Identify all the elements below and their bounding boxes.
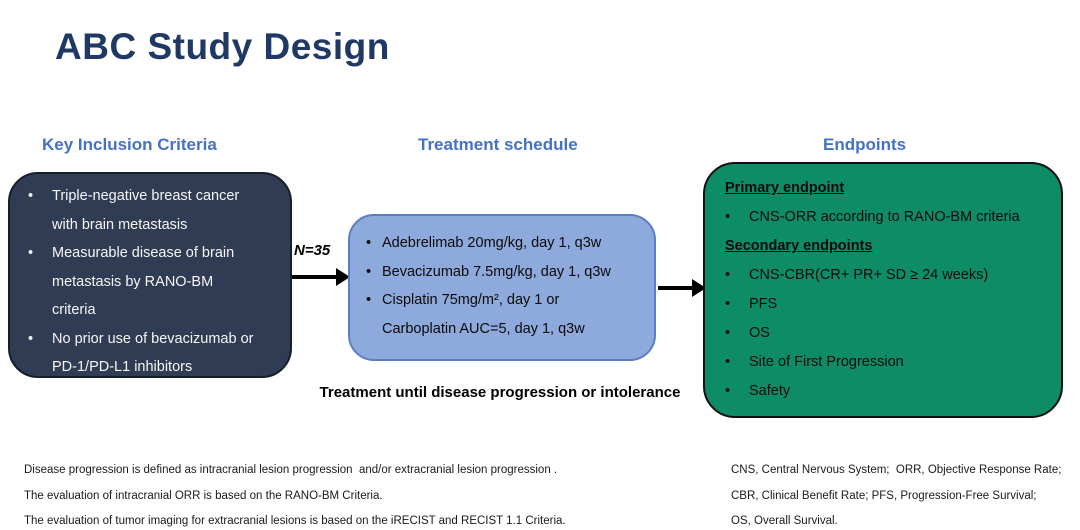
list-item: • PFS [725, 290, 1051, 319]
bullet-icon: • [28, 245, 34, 261]
bullet-icon: • [725, 325, 731, 341]
bullet-icon: • [725, 354, 731, 370]
primary-endpoint-list: • CNS-ORR according to RANO-BM criteria [725, 203, 1051, 232]
arrow-right-icon [658, 279, 706, 297]
primary-endpoint-heading: Primary endpoint [725, 180, 845, 196]
treatment-bullet-text: Cisplatin 75mg/m², day 1 or Carboplatin … [382, 292, 585, 337]
list-item: • Triple-negative breast cancer with bra… [28, 182, 280, 239]
bullet-icon: • [366, 263, 372, 280]
list-item: • Safety [725, 377, 1051, 406]
list-item: • CNS-ORR according to RANO-BM criteria [725, 203, 1051, 232]
footnote-line: CBR, Clinical Benefit Rate; PFS, Progres… [731, 489, 1037, 502]
list-item: • No prior use of bevacizumab or PD-1/PD… [28, 325, 280, 382]
treatment-schedule-box: • Adebrelimab 20mg/kg, day 1, q3w • Beva… [348, 214, 656, 361]
header-key-inclusion-criteria: Key Inclusion Criteria [42, 135, 217, 154]
list-item: • CNS-CBR(CR+ PR+ SD ≥ 24 weeks) [725, 261, 1051, 290]
arrow-shaft [658, 286, 692, 290]
treatment-bullet-text: Adebrelimab 20mg/kg, day 1, q3w [382, 235, 602, 251]
inclusion-bullet-text: No prior use of bevacizumab or PD-1/PD-L… [52, 330, 254, 376]
bullet-icon: • [725, 209, 731, 225]
list-item: • Cisplatin 75mg/m², day 1 or Carboplati… [366, 286, 646, 343]
endpoint-bullet-text: Safety [749, 383, 791, 399]
inclusion-bullet-text: Measurable disease of brain metastasis b… [52, 245, 235, 318]
endpoint-bullet-text: CNS-CBR(CR+ PR+ SD ≥ 24 weeks) [749, 267, 989, 283]
endpoint-bullet-text: OS [749, 325, 770, 341]
footnote-abbreviations: CNS, Central Nervous System; ORR, Object… [731, 458, 1061, 530]
list-item: • Site of First Progression [725, 348, 1051, 377]
arrow-shaft [292, 275, 336, 279]
list-item: • Adebrelimab 20mg/kg, day 1, q3w [366, 229, 646, 258]
footnote-left: Disease progression is defined as intrac… [24, 458, 566, 530]
bullet-icon: • [725, 296, 731, 312]
treatment-duration-caption: Treatment until disease progression or i… [319, 384, 681, 401]
list-item: • OS [725, 319, 1051, 348]
list-item: • Measurable disease of brain metastasis… [28, 239, 280, 325]
endpoint-bullet-text: Site of First Progression [749, 354, 904, 370]
inclusion-bullet-text: Triple-negative breast cancer with brain… [52, 188, 240, 233]
bullet-icon: • [366, 292, 372, 308]
inclusion-bullet-list: • Triple-negative breast cancer with bra… [28, 182, 280, 382]
treatment-bullet-text: Bevacizumab 7.5mg/kg, day 1, q3w [382, 263, 611, 280]
list-item: • Bevacizumab 7.5mg/kg, day 1, q3w [366, 258, 646, 287]
header-endpoints: Endpoints [823, 135, 907, 154]
bullet-icon: • [725, 267, 731, 283]
inclusion-criteria-box: • Triple-negative breast cancer with bra… [8, 172, 292, 378]
endpoint-bullet-text: PFS [749, 296, 778, 312]
footnote-line: Disease progression is defined as intrac… [24, 464, 558, 476]
bullet-icon: • [28, 330, 34, 347]
treatment-bullet-list: • Adebrelimab 20mg/kg, day 1, q3w • Beva… [366, 229, 646, 343]
footnote-line: The evaluation of intracranial ORR is ba… [24, 489, 383, 502]
endpoint-bullet-text: CNS-ORR according to RANO-BM criteria [749, 209, 1020, 225]
bullet-icon: • [725, 383, 731, 399]
endpoints-box: Primary endpoint • CNS-ORR according to … [703, 162, 1063, 418]
header-treatment-schedule: Treatment schedule [418, 135, 578, 154]
arrow-head [692, 279, 706, 297]
secondary-endpoint-list: • CNS-CBR(CR+ PR+ SD ≥ 24 weeks) • PFS •… [725, 261, 1051, 406]
footnote-line: CNS, Central Nervous System; ORR, Object… [731, 464, 1062, 476]
arrow-head [336, 268, 350, 286]
secondary-endpoints-heading: Secondary endpoints [725, 238, 873, 254]
bullet-icon: • [366, 235, 372, 251]
footnote-line: OS, Overall Survival. [731, 515, 838, 527]
arrow-right-icon [292, 268, 350, 286]
footnote-line: The evaluation of tumor imaging for extr… [24, 515, 566, 527]
page-title: ABC Study Design [55, 26, 390, 67]
sample-size-label: N=35 [294, 242, 331, 259]
bullet-icon: • [28, 188, 34, 204]
